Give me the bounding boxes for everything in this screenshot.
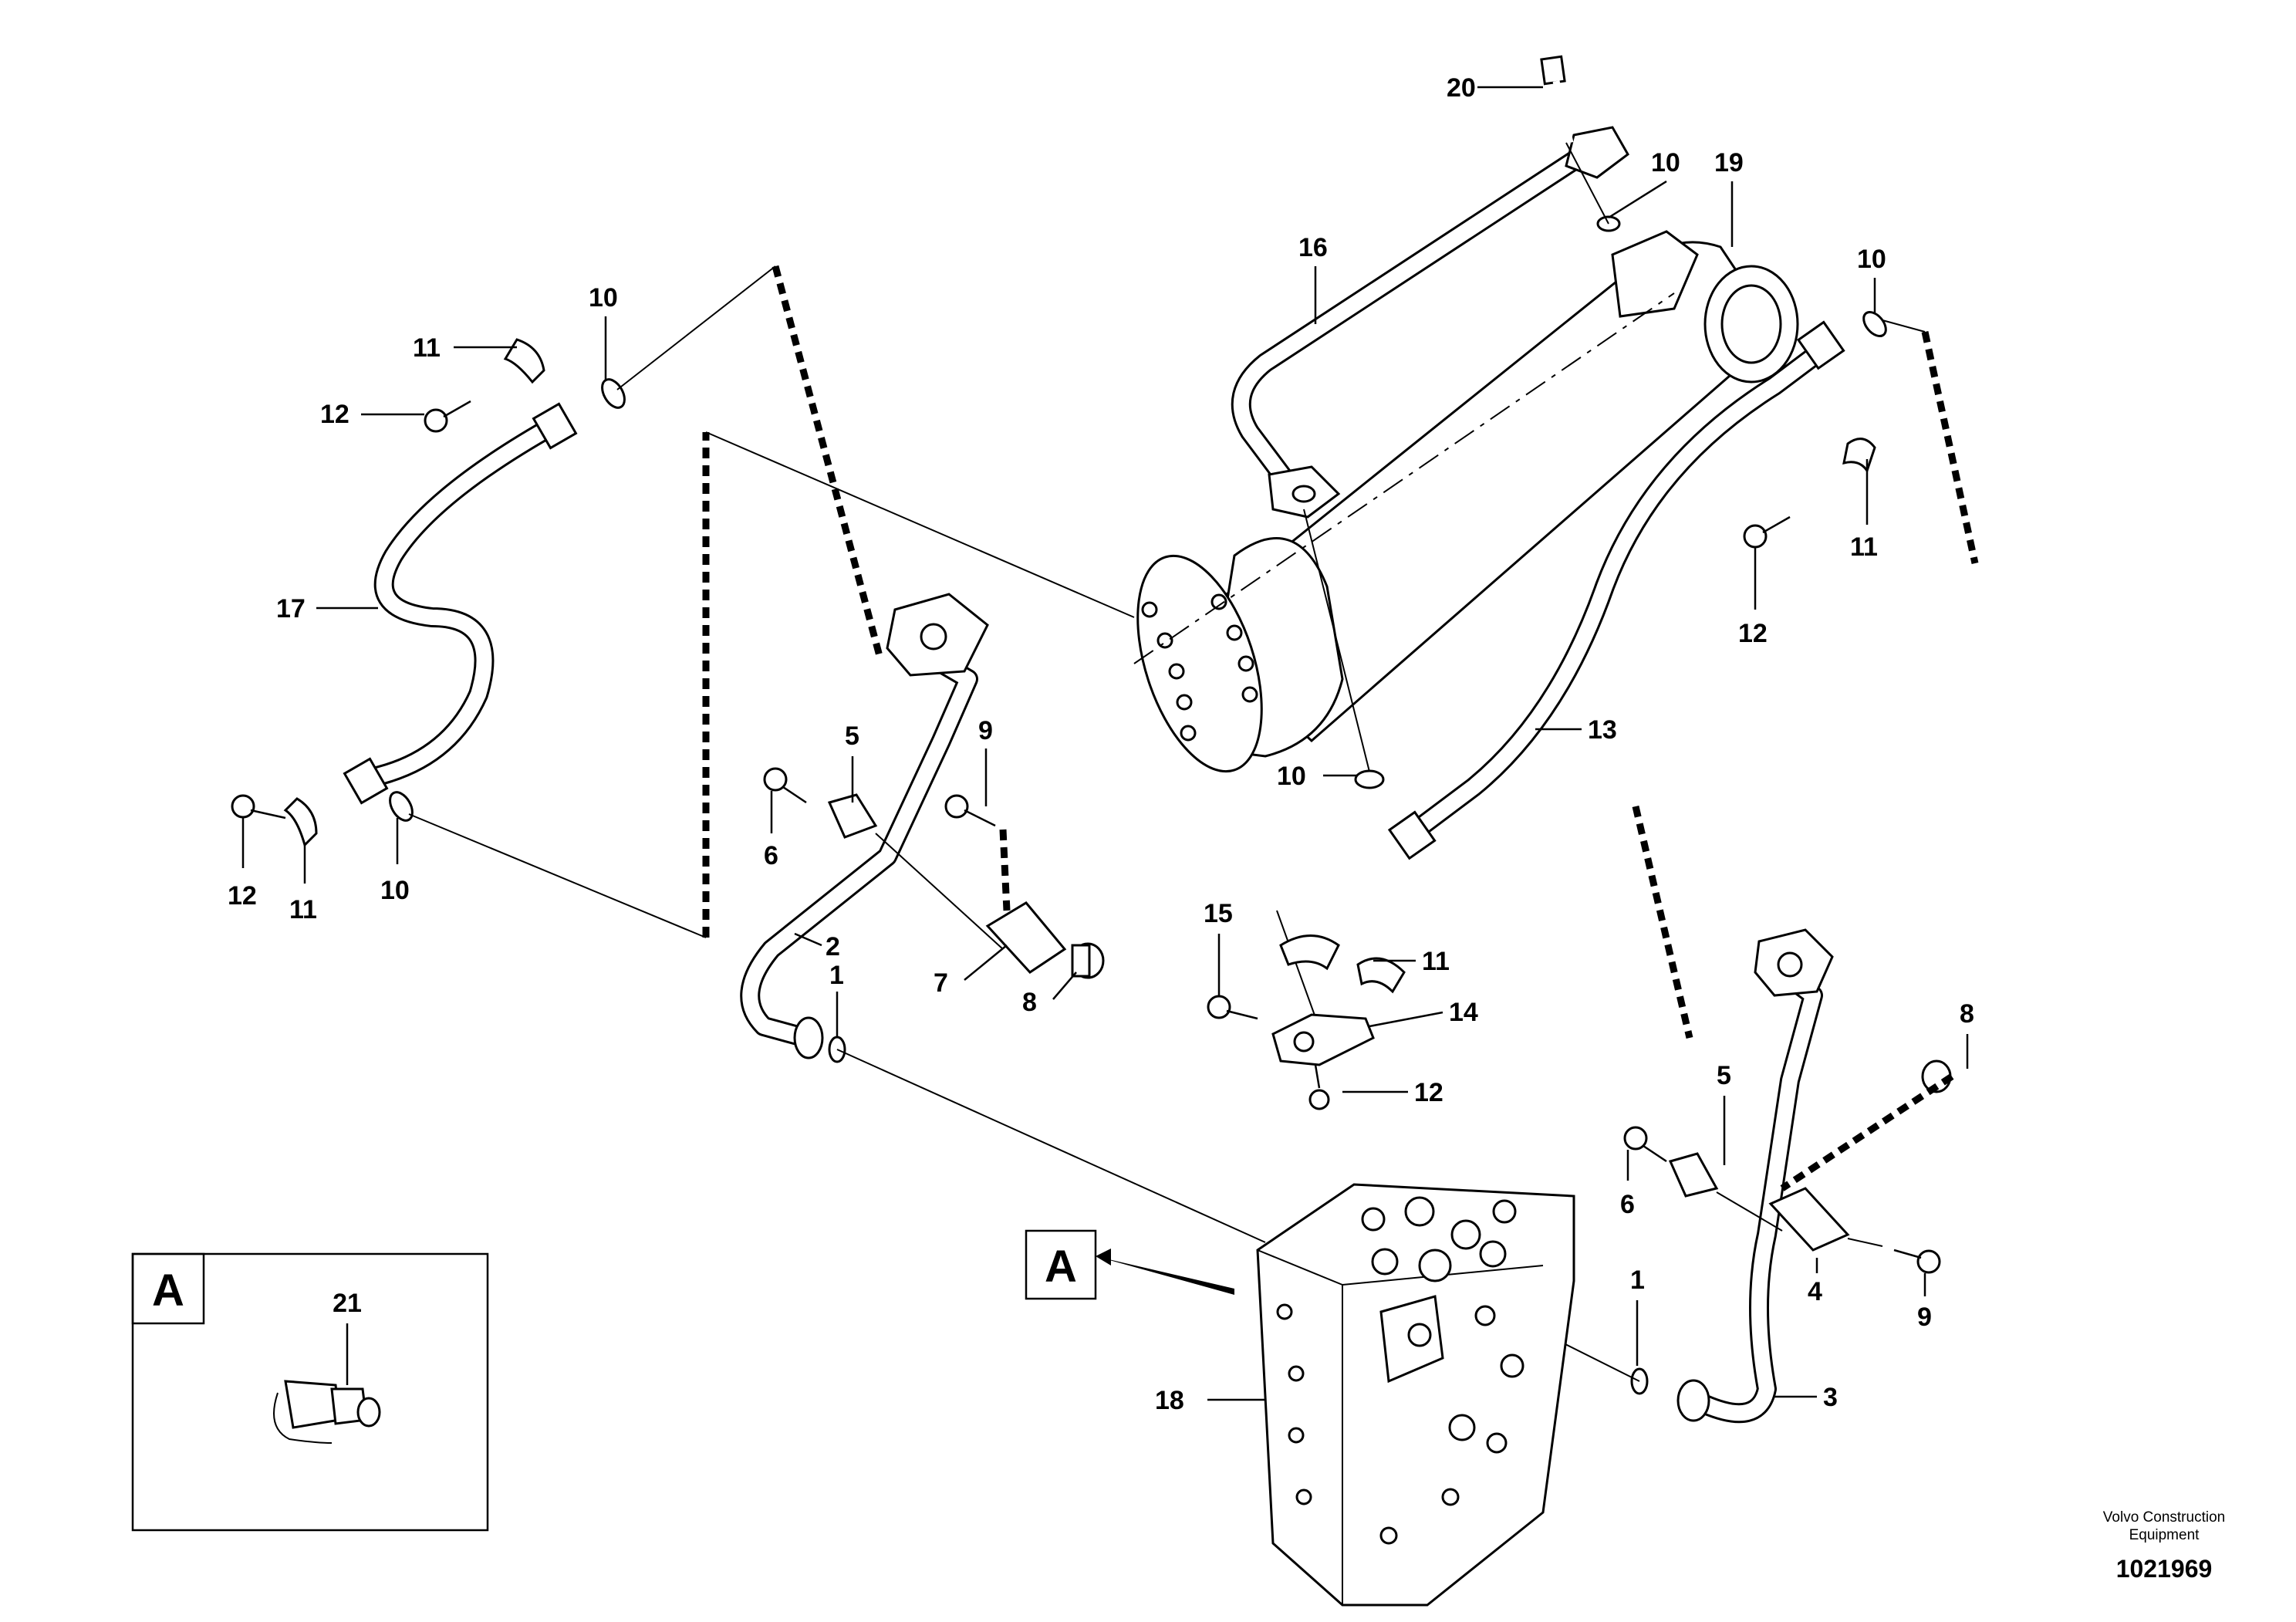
callout-15: 15 (1204, 899, 1233, 928)
detail-view-a: A 21 (131, 1252, 489, 1532)
callout-2: 2 (826, 932, 840, 961)
callout-12: 12 (228, 881, 257, 911)
callout-10: 10 (380, 876, 410, 905)
clamp-5-left (827, 793, 878, 839)
leader-lines (241, 86, 1969, 1401)
view-reference-a: A (1025, 1229, 1234, 1300)
callout-11: 11 (1422, 947, 1450, 976)
bolt-15 (1207, 995, 1258, 1020)
callout-13: 13 (1588, 715, 1617, 745)
callout-21: 21 (333, 1289, 362, 1318)
callout-19: 19 (1714, 148, 1744, 177)
bolt-20 (1540, 55, 1574, 144)
pressure-plug-21 (273, 1380, 381, 1444)
bracket-4 (1768, 1187, 1850, 1252)
bolt-9-left (944, 794, 996, 827)
cylinder-bolts (1141, 593, 1258, 742)
callout-10: 10 (1651, 148, 1680, 177)
callout-6: 6 (764, 841, 778, 870)
bolt-6-right (1623, 1126, 1667, 1163)
callout-4: 4 (1808, 1277, 1822, 1306)
callout-14: 14 (1449, 998, 1478, 1027)
bolt-12-right (1743, 515, 1791, 549)
callout-8: 8 (1960, 999, 1974, 1029)
hose-17 (343, 402, 578, 805)
pipe-2 (740, 593, 989, 1059)
callout-8: 8 (1022, 988, 1037, 1017)
company-name-line1: Volvo Construction (2103, 1509, 2225, 1526)
callout-7: 7 (934, 968, 948, 998)
pipe-3 (1676, 928, 1834, 1424)
hydraulic-cylinder (1133, 230, 1799, 773)
callout-11: 11 (413, 333, 441, 363)
pipe-16 (1231, 126, 1629, 519)
callout-5: 5 (1717, 1061, 1731, 1090)
callout-1: 1 (1630, 1265, 1645, 1295)
callout-17: 17 (276, 594, 306, 623)
control-valve-18 (1256, 1183, 1575, 1607)
callout-9: 9 (978, 716, 993, 745)
document-number: 1021969 (2116, 1555, 2213, 1583)
view-reference-letter: A (1045, 1242, 1077, 1292)
callout-1: 1 (829, 961, 844, 990)
footer: Volvo Construction Equipment 1021969 (2103, 1509, 2225, 1583)
callout-12: 12 (320, 400, 349, 429)
callout-10: 10 (589, 283, 618, 313)
hose-13 (1387, 320, 1845, 860)
bolt-9-right (1893, 1249, 1941, 1274)
bolt-12-left-top (424, 400, 471, 433)
callout-9: 9 (1917, 1303, 1932, 1332)
callout-6: 6 (1620, 1190, 1635, 1219)
callout-11: 11 (1850, 532, 1878, 562)
nut-8-left (1071, 942, 1105, 979)
bolt-12-left-bottom (231, 794, 286, 819)
bolt-12-center (1308, 1064, 1330, 1110)
company-name-line2: Equipment (2129, 1527, 2200, 1543)
bracket-7 (985, 901, 1067, 974)
bolt-6-left (763, 767, 807, 804)
callout-18: 18 (1155, 1386, 1184, 1415)
callout-12: 12 (1414, 1078, 1443, 1107)
callout-10: 10 (1277, 762, 1306, 791)
callout-12: 12 (1738, 619, 1768, 648)
clamp-5-right (1668, 1152, 1719, 1198)
clamp-assembly-14 (1271, 910, 1406, 1066)
callout-labels: 20 10 19 16 10 11 12 10 17 12 11 10 5 9 … (228, 73, 1974, 1415)
callout-20: 20 (1447, 73, 1476, 103)
callout-10: 10 (1857, 245, 1886, 274)
callout-11: 11 (289, 895, 317, 924)
callout-16: 16 (1298, 233, 1328, 262)
callout-3: 3 (1823, 1383, 1838, 1412)
callout-5: 5 (845, 721, 859, 751)
detail-view-letter: A (152, 1265, 184, 1316)
